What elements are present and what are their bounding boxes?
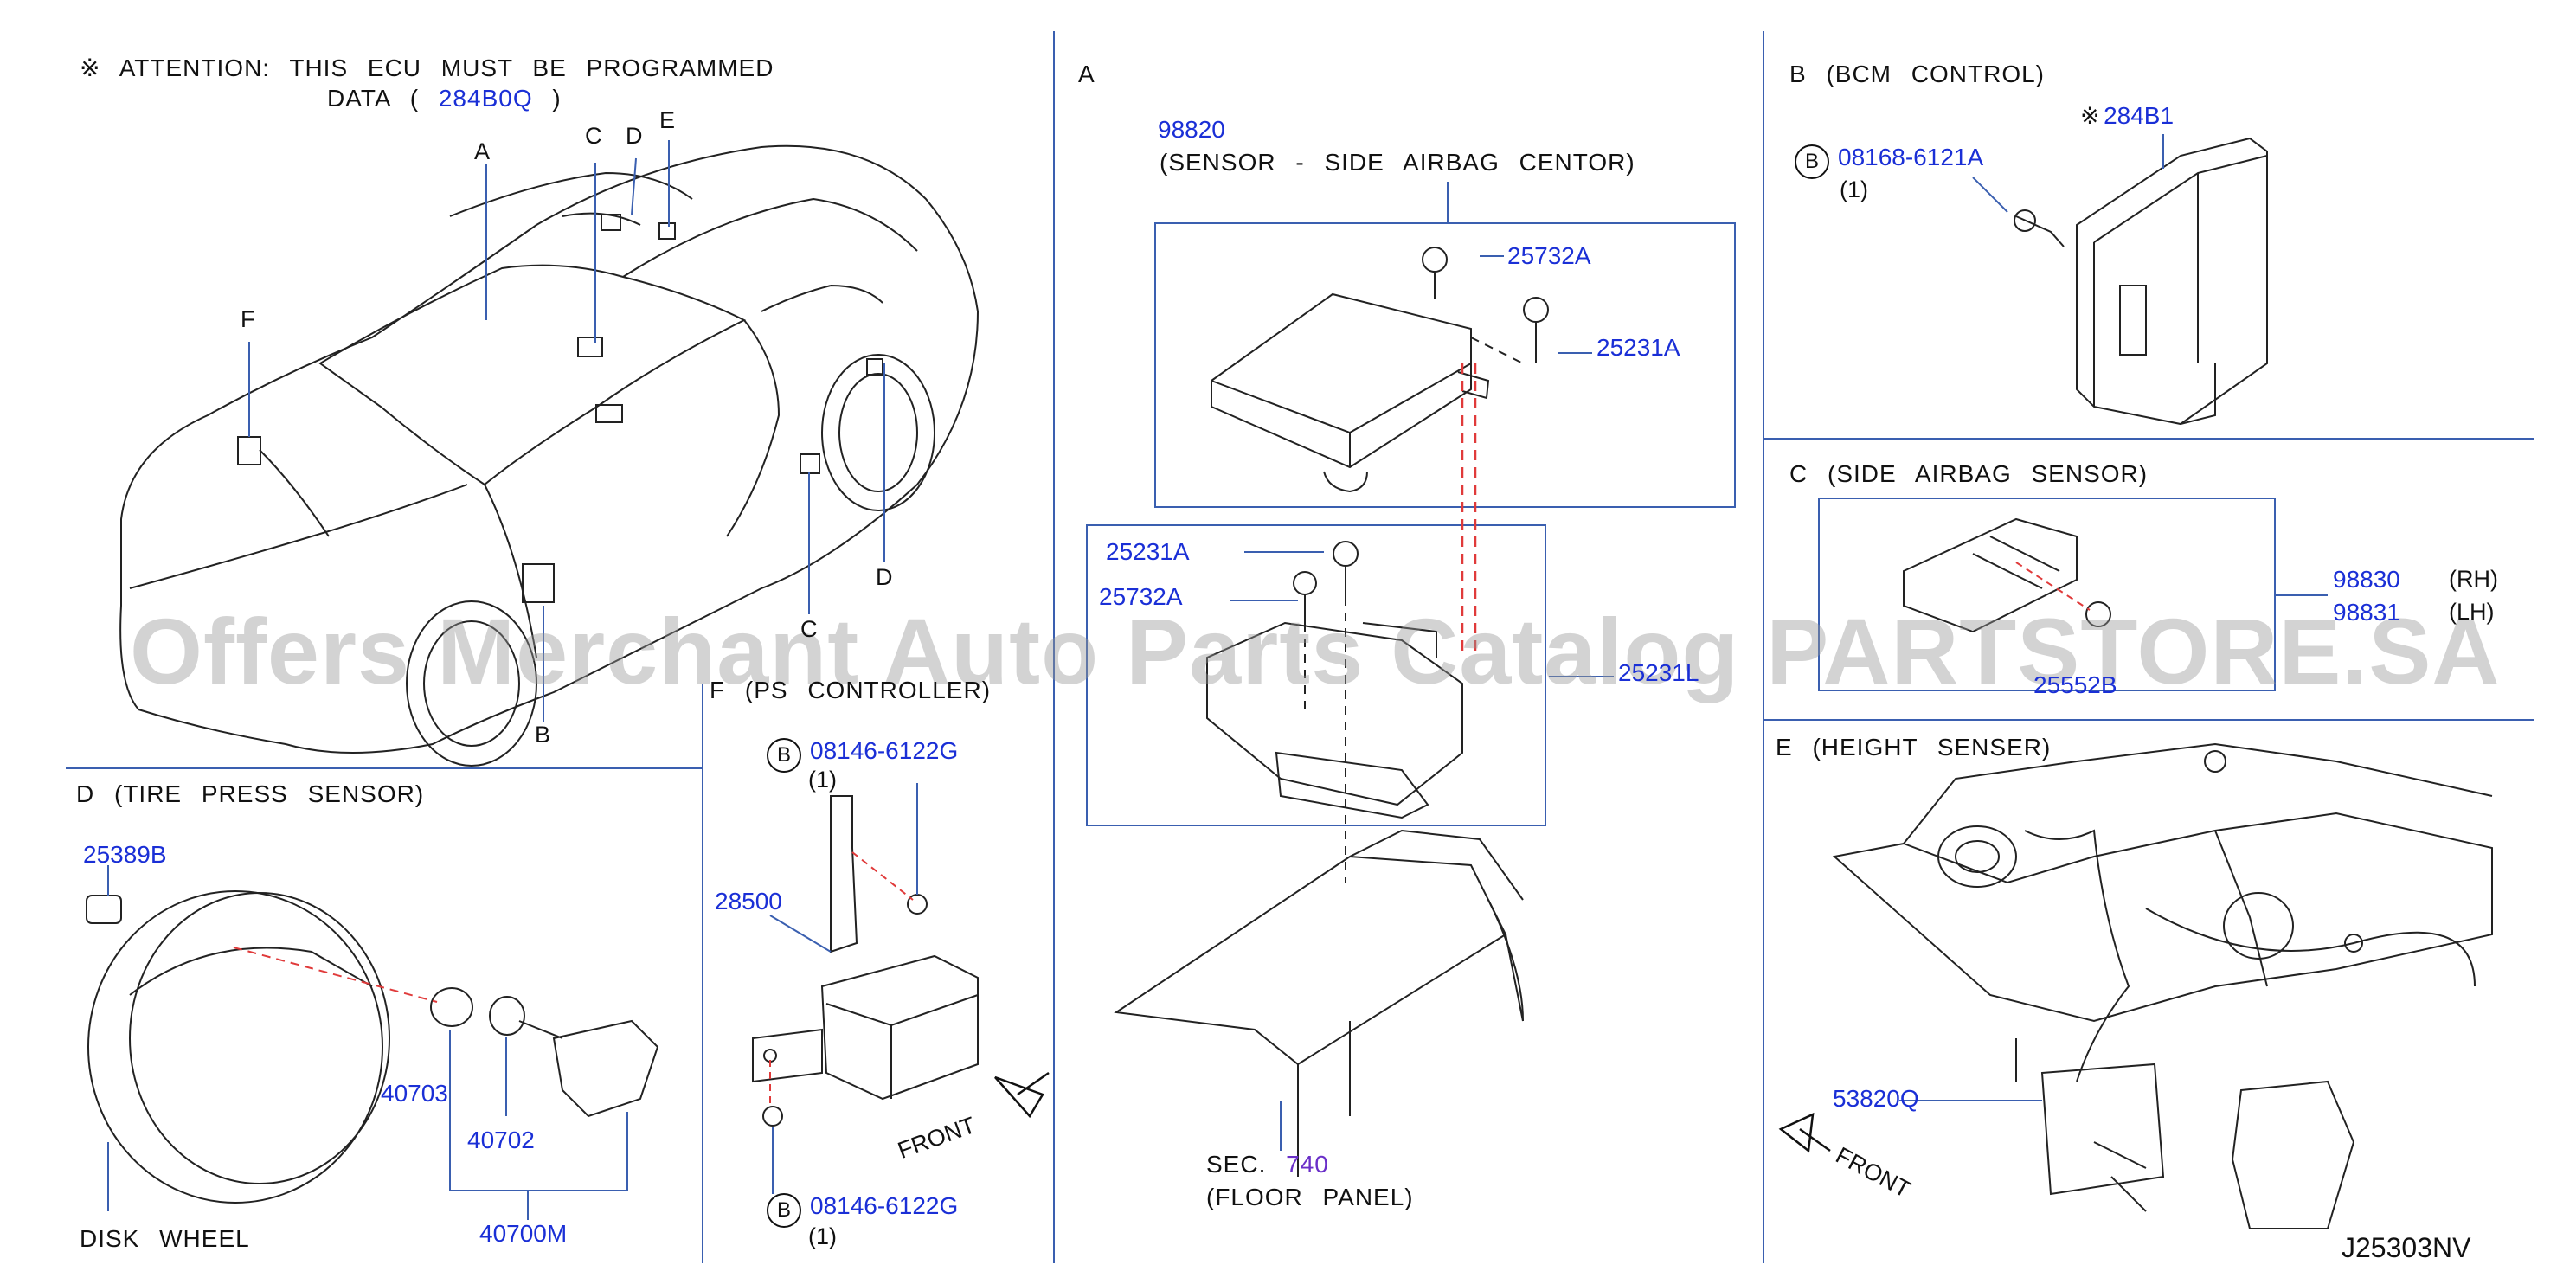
car-callout-b[interactable]: B <box>535 722 551 748</box>
section-e-title: E (HEIGHT SENSER) <box>1776 734 2052 761</box>
car-callout-f[interactable]: F <box>241 306 255 332</box>
car-callout-c-bottom[interactable]: C <box>800 616 818 642</box>
section-b-title: B (BCM CONTROL) <box>1789 61 2045 87</box>
section-a-frames <box>1086 182 1736 1151</box>
car-callout-d-top[interactable]: D <box>626 123 643 149</box>
car-callout-d-bottom[interactable]: D <box>876 564 893 590</box>
part-98831[interactable]: 98831 <box>2333 599 2400 626</box>
part-08146-6122g-bottom[interactable]: 08146-6122G <box>810 1192 959 1219</box>
side-airbag-sensor-drawing <box>1903 517 2111 633</box>
section-f-title: F (PS CONTROLLER) <box>710 677 992 703</box>
sec-740-link[interactable]: 740 <box>1286 1151 1329 1178</box>
part-25389b[interactable]: 25389B <box>83 841 167 868</box>
section-d-dashes <box>233 947 438 1003</box>
attention-data-suffix: ) <box>552 85 562 112</box>
floor-panel-label: (FLOOR PANEL) <box>1206 1184 1414 1210</box>
part-40702[interactable]: 40702 <box>467 1127 535 1153</box>
section-c-frame <box>1818 498 2328 691</box>
attention-mark-icon: ※ <box>80 55 101 81</box>
part-25552b[interactable]: 25552B <box>2033 671 2117 698</box>
section-f-leaders <box>769 783 918 1194</box>
section-a-red-dashes <box>1461 363 1477 658</box>
part-25231l[interactable]: 25231L <box>1618 659 1699 686</box>
part-40700m[interactable]: 40700M <box>479 1220 568 1247</box>
part-25732a-bracket[interactable]: 25732A <box>1099 583 1183 610</box>
circle-b-marker: B <box>1795 144 1829 179</box>
section-d-leaders <box>107 865 628 1220</box>
part-25732a-top[interactable]: 25732A <box>1507 242 1591 269</box>
section-c-title: C (SIDE AIRBAG SENSOR) <box>1789 460 2149 487</box>
sec-reference: SEC. 740 <box>1206 1151 1329 1178</box>
car-callout-a[interactable]: A <box>474 138 491 164</box>
part-40703[interactable]: 40703 <box>381 1080 448 1107</box>
sensor-description: (SENSOR - SIDE AIRBAG CENTOR) <box>1160 149 1635 176</box>
part-25231a-right[interactable]: 25231A <box>1596 334 1680 361</box>
part-53820q[interactable]: 53820Q <box>1833 1085 1919 1112</box>
attention-line1: ATTENTION: THIS ECU MUST BE PROGRAMMED <box>119 55 774 81</box>
bcm-ecu-callout: ※ 284B1 <box>2080 102 2174 130</box>
part-284b1[interactable]: 284B1 <box>2104 102 2175 129</box>
part-98830[interactable]: 98830 <box>2333 566 2400 593</box>
circle-b-marker-top: B <box>767 737 801 773</box>
car-callout-leaders <box>248 140 885 722</box>
bcm-bolt-callout: B 08168-6121A <box>1795 144 1983 179</box>
section-f-dashes <box>769 851 914 1107</box>
lh-label: (LH) <box>2449 599 2495 625</box>
attention-data-prefix: DATA ( <box>327 85 420 112</box>
attention-note: ※ ATTENTION: THIS ECU MUST BE PROGRAMMED <box>80 54 774 82</box>
bcm-drawing <box>2014 137 2268 426</box>
section-c-dashes <box>2015 562 2091 611</box>
bcm-bolt-qty: (1) <box>1840 177 1868 202</box>
rh-label: (RH) <box>2449 566 2498 592</box>
circle-b-marker-bottom: B <box>767 1192 801 1228</box>
airbag-sensor-drawing <box>1114 247 1549 1177</box>
disk-wheel-label: DISK WHEEL <box>80 1225 250 1252</box>
part-25231a-bracket[interactable]: 25231A <box>1106 538 1190 565</box>
attention-data-part[interactable]: 284B0Q <box>438 85 533 112</box>
ps-controller-drawing <box>752 795 979 1127</box>
section-a-title: A <box>1078 61 1095 87</box>
ps-bolt-top-qty: (1) <box>808 767 837 793</box>
part-08146-6122g-top[interactable]: 08146-6122G <box>810 737 959 764</box>
section-b-leaders <box>1972 134 2164 213</box>
height-sensor-drawing <box>1832 742 2493 1229</box>
car-outline <box>119 144 980 767</box>
section-d-title: D (TIRE PRESS SENSOR) <box>76 780 425 807</box>
tire-sensor-drawing <box>86 890 659 1204</box>
programmed-mark-icon: ※ <box>2080 103 2100 129</box>
car-callout-c-top[interactable]: C <box>585 123 602 149</box>
section-a-black-dashes <box>1304 337 1524 883</box>
sec-label: SEC. <box>1206 1151 1267 1178</box>
front-arrow-e <box>1778 1112 1831 1153</box>
ps-bolt-bottom-callout: B 08146-6122G <box>767 1192 958 1228</box>
section-dividers <box>66 31 2534 1263</box>
part-08168-6121a[interactable]: 08168-6121A <box>1838 144 1984 170</box>
part-28500[interactable]: 28500 <box>715 888 782 915</box>
diagram-code: J25303NV <box>2342 1232 2471 1263</box>
attention-data-line: DATA ( 284B0Q ) <box>327 85 562 112</box>
car-callout-e[interactable]: E <box>659 107 676 133</box>
watermark: Offers Merchant Auto Parts Catalog PARTS… <box>130 599 2501 703</box>
part-98820[interactable]: 98820 <box>1158 116 1225 143</box>
ps-bolt-top-callout: B 08146-6122G <box>767 737 958 773</box>
ps-bolt-bottom-qty: (1) <box>808 1223 837 1249</box>
front-arrow-f <box>994 1071 1050 1119</box>
